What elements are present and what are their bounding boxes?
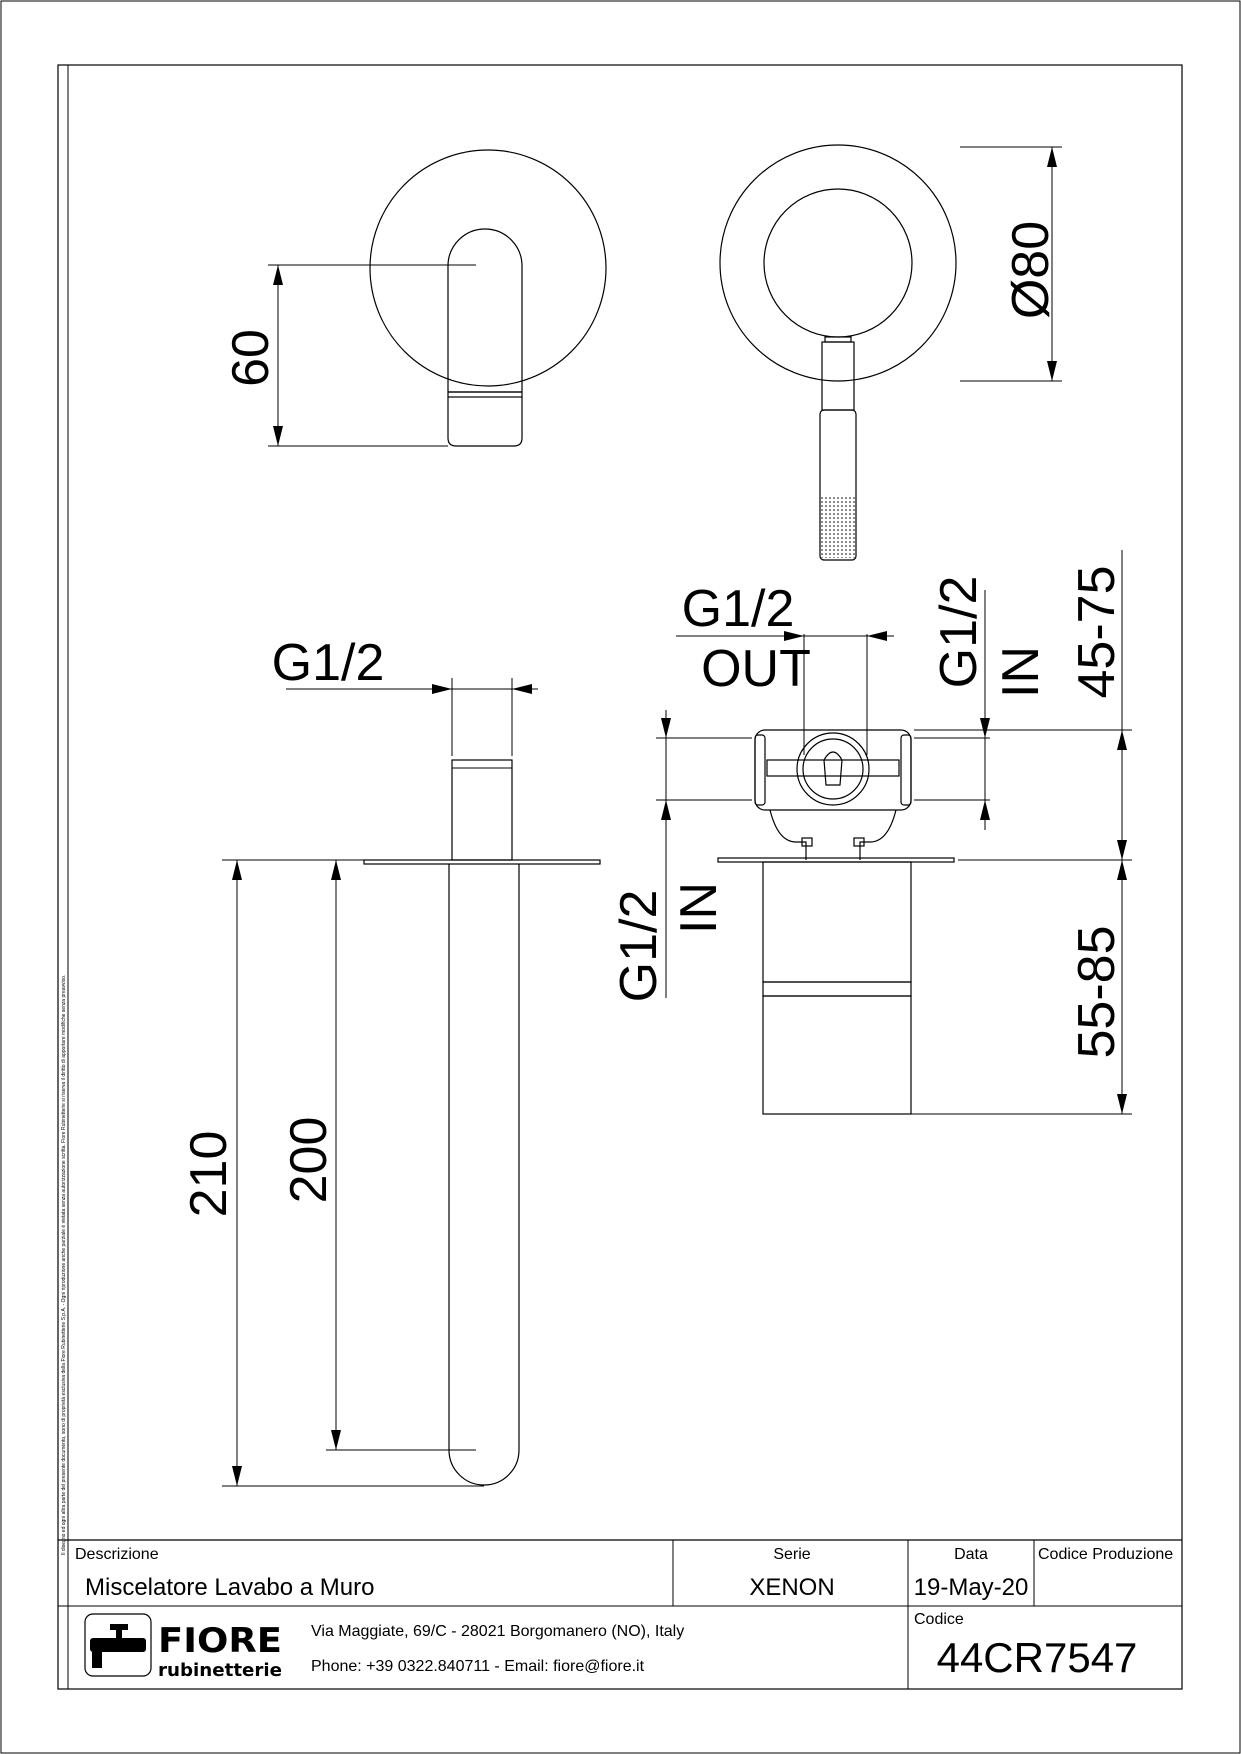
dim-g12-out: G1/2 — [682, 580, 795, 638]
side-legal-note: Il disegno ed ogni altra parte del prese… — [61, 975, 67, 1555]
dim-g12-in-top: G1/2 — [930, 576, 988, 689]
logo-subtitle: rubinetterie — [158, 1660, 282, 1681]
label-in-top: IN — [992, 646, 1050, 698]
dim-55-85: 55-85 — [1068, 926, 1126, 1059]
side-view-spout — [222, 678, 601, 1487]
dim-g12-in-left: G1/2 — [610, 890, 668, 1003]
codice-produzione-label: Codice Produzione — [1038, 1546, 1173, 1563]
label-out: OUT — [701, 640, 811, 698]
descrizione-label: Descrizione — [75, 1546, 159, 1563]
drawing-frame — [57, 64, 1183, 1690]
data-value: 19-May-20 — [914, 1574, 1029, 1601]
dim-diameter-80: Ø80 — [1002, 221, 1060, 319]
company-contacts: Phone: +39 0322.840711 - Email: fiore@fi… — [311, 1658, 645, 1675]
title-block — [58, 1539, 1182, 1689]
front-view-lever — [719, 144, 1062, 561]
logo-tap-icon — [90, 1624, 146, 1668]
mixer-body-view — [656, 550, 1132, 1115]
data-label: Data — [954, 1546, 988, 1563]
codice-value: 44CR7547 — [937, 1634, 1138, 1681]
top-view-spout — [268, 149, 607, 447]
logo-box — [84, 1613, 152, 1677]
company-address: Via Maggiate, 69/C - 28021 Borgomanero (… — [311, 1623, 684, 1640]
dim-200: 200 — [280, 1117, 338, 1204]
svg-text:Il disegno ed ogni altra parte: Il disegno ed ogni altra parte del prese… — [61, 975, 67, 1555]
descrizione-value: Miscelatore Lavabo a Muro — [85, 1574, 374, 1601]
dim-45-75: 45-75 — [1068, 566, 1126, 699]
serie-value: XENON — [749, 1574, 834, 1601]
logo-wordmark: FIORE — [158, 1621, 282, 1661]
serie-label: Serie — [773, 1546, 810, 1563]
codice-label: Codice — [914, 1611, 964, 1628]
dim-g12-spout: G1/2 — [272, 634, 385, 692]
dim-60: 60 — [222, 329, 280, 387]
label-in-left: IN — [670, 882, 728, 934]
dim-210: 210 — [180, 1131, 238, 1218]
